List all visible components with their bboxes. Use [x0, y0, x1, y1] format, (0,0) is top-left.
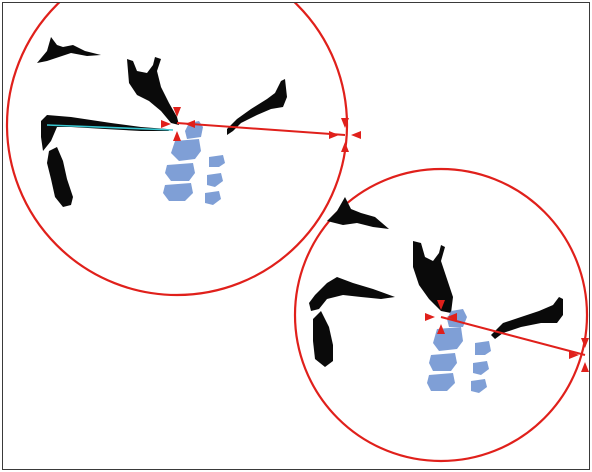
- panel-top-left: [5, 3, 361, 297]
- vertebra: [205, 191, 221, 205]
- bone-upper-left: [327, 197, 389, 229]
- measurement-circle: [5, 3, 349, 297]
- bone-upper-left: [37, 37, 101, 63]
- diagram-canvas: [5, 3, 589, 463]
- reference-line: [46, 124, 174, 131]
- vertebra: [429, 353, 457, 371]
- measurement-line: [440, 316, 586, 356]
- bone-upper-right: [491, 297, 563, 339]
- endpoint-marker-inner: [425, 300, 457, 334]
- bone-upper-center: [127, 57, 179, 125]
- vertebra: [427, 373, 455, 391]
- bone-upper-right: [227, 79, 287, 135]
- vertebra: [165, 163, 195, 181]
- vertebral-column: [163, 121, 225, 205]
- vertebra: [475, 341, 491, 355]
- vertebra: [471, 379, 487, 393]
- vertebra: [171, 139, 201, 161]
- endpoint-marker-outer: [329, 118, 361, 152]
- bone-lower-left: [313, 311, 333, 367]
- vertebra: [207, 173, 223, 187]
- vertebra: [433, 327, 463, 351]
- bone-mandible-left: [309, 277, 395, 311]
- bone-upper-center: [413, 241, 453, 313]
- vertebra: [473, 361, 489, 375]
- endpoint-marker-outer: [569, 338, 589, 372]
- measurement-circle: [293, 167, 589, 463]
- endpoint-marker-inner: [161, 107, 195, 141]
- vertebra: [163, 183, 193, 201]
- measurement-line: [176, 122, 346, 136]
- vertebra: [209, 155, 225, 167]
- bone-lower-left: [47, 147, 73, 207]
- bone-mandible-left: [41, 115, 169, 151]
- panel-bottom-right: [293, 167, 589, 463]
